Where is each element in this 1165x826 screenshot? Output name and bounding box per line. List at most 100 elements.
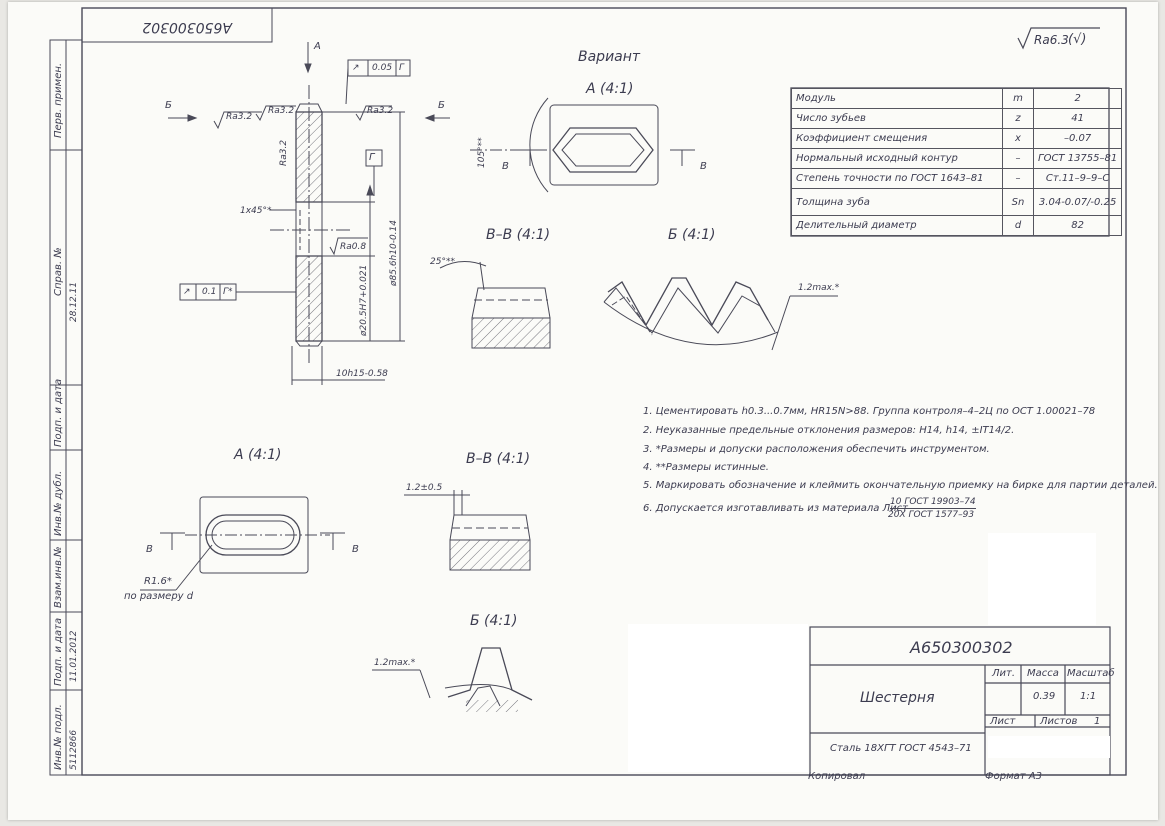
view-a-bottom-mark-right: В [352, 544, 359, 555]
dim-outer-diameter: ø85.6h10-0.14 [389, 220, 399, 286]
title-material: Сталь 18ХГТ ГОСТ 4543–71 [830, 743, 972, 754]
corner-number-box [81, 7, 273, 43]
strip-date-value: 11.01.2012 [69, 630, 79, 682]
strip-inv-dubl: Инв.№ дубл. [53, 470, 64, 536]
note-1: 1. Цементировать h0.3...0.7мм, HR15N>88.… [643, 406, 1096, 417]
strip-vzam-inv: Взам.инв.№ [53, 546, 64, 608]
view-b-bottom-dim: 1.2max.* [374, 658, 416, 668]
roughness-bore: Ra0.8 [340, 242, 367, 252]
blank-area-stamp [988, 736, 1110, 758]
view-a-top-angle: 105°** [477, 137, 487, 168]
general-roughness-label: Ra6.3 [1034, 33, 1069, 47]
view-vv-bottom-dim: 1.2±0.5 [406, 483, 443, 493]
datum-label: Г [369, 152, 375, 163]
strip-perv-primen: Перв. примен. [53, 62, 64, 138]
view-b-bottom-drawing [372, 647, 533, 712]
param-value: 2 [1032, 88, 1123, 109]
param-name: Коэффициент смещения [791, 128, 1003, 149]
param-row: Нормальный исходный контур–ГОСТ 13755–81 [791, 148, 1123, 169]
view-a-top-label: А (4:1) [586, 81, 634, 97]
general-roughness-symbol [1017, 27, 1100, 50]
param-value: Ст.11–9–9–С [1032, 168, 1123, 189]
param-value: ГОСТ 13755–81 [1032, 148, 1123, 169]
roughness-right: Ra3.2 [367, 106, 394, 116]
title-sheets-label: Листов [1040, 716, 1078, 727]
strip-sign-value: 28.12.11 [69, 281, 79, 322]
blank-area-right [988, 533, 1096, 625]
param-symbol: x [1002, 128, 1034, 149]
view-a-top-drawing [470, 97, 695, 193]
param-name: Модуль [791, 88, 1003, 109]
param-value: 3.04-0.07/-0.25 [1032, 188, 1123, 216]
view-a-bottom-label: А (4:1) [234, 447, 282, 463]
title-format-label: Формат А3 [985, 771, 1042, 782]
note-3: 3. *Размеры и допуски расположения обесп… [643, 444, 990, 455]
param-name: Степень точности по ГОСТ 1643–81 [791, 168, 1003, 189]
param-row: Степень точности по ГОСТ 1643–81–Ст.11–9… [791, 168, 1123, 189]
strip-inv-podl-value: 5112866 [69, 729, 79, 770]
note-2: 2. Неуказанные предельные отклонения раз… [643, 425, 1015, 436]
param-value: 41 [1032, 108, 1123, 129]
general-roughness-suffix: (√) [1068, 32, 1087, 47]
view-a-bottom-drawing [140, 496, 345, 591]
tol-side-datum: Г* [223, 287, 233, 297]
strip-sprav: Справ. № [53, 247, 64, 296]
tol-side-value: 0.1 [202, 287, 217, 297]
view-b-bottom-label: Б (4:1) [470, 613, 518, 629]
note-4: 4. **Размеры истинные. [643, 462, 769, 473]
view-a-bottom-mark-left: В [146, 544, 153, 555]
param-symbol: m [1002, 88, 1034, 109]
title-sheets-value: 1 [1094, 716, 1101, 727]
view-a-bottom-radius-note: по размеру d [124, 591, 194, 602]
param-symbol: – [1002, 148, 1034, 169]
dim-width: 10h15-0.58 [336, 369, 388, 379]
view-vv-bottom-label: В–В (4:1) [466, 451, 531, 467]
param-name: Делительный диаметр [791, 215, 1003, 236]
corner-drawing-number: А650300302 [142, 19, 232, 35]
tol-top-symbol-icon: ↗ [352, 63, 360, 73]
note-5: 5. Маркировать обозначение и клеймить ок… [643, 480, 1158, 491]
view-vv-top-angle: 25°** [430, 257, 455, 267]
variant-label: Вариант [578, 49, 641, 65]
view-a-bottom-radius: R1.6* [144, 576, 172, 587]
roughness-side: Ra3.2 [279, 139, 289, 166]
view-b-top-dim: 1.2max.* [798, 283, 840, 293]
param-value: 82 [1032, 215, 1123, 236]
title-part-name: Шестерня [860, 690, 935, 706]
title-mass-label: Масса [1027, 668, 1059, 679]
strip-inv-podl: Инв.№ подл. [53, 704, 64, 770]
arrow-a-label: А [314, 41, 321, 52]
title-block-lines [809, 626, 1111, 776]
param-name: Толщина зуба [791, 188, 1003, 216]
title-scale-label: Масштаб [1067, 668, 1115, 679]
roughness-left-1: Ra3.2 [226, 112, 253, 122]
view-b-top-label: Б (4:1) [668, 227, 716, 243]
param-name: Число зубьев [791, 108, 1003, 129]
view-a-top-mark-right: В [700, 161, 707, 172]
arrow-b-right-label: Б [438, 100, 445, 111]
title-drawing-number: А650300302 [910, 638, 1013, 657]
param-value: –0.07 [1032, 128, 1123, 149]
view-vv-top-drawing [439, 261, 551, 349]
note-6-denominator: 20Х ГОСТ 1577–93 [888, 510, 975, 520]
tol-top-datum: Г [399, 63, 405, 73]
title-sheet-label: Лист [990, 716, 1016, 727]
view-a-top-mark-left: В [502, 161, 509, 172]
param-symbol: – [1002, 168, 1034, 189]
chamfer-label: 1x45°* [240, 206, 272, 216]
roughness-left-2: Ra3.2 [268, 106, 295, 116]
blank-area-bottom [628, 624, 808, 772]
param-symbol: d [1002, 215, 1034, 236]
arrow-b-left-label: Б [165, 100, 172, 111]
title-mass-value: 0.39 [1033, 691, 1056, 702]
view-vv-bottom-drawing [404, 490, 531, 571]
title-copied-label: Копировал [808, 771, 866, 782]
tol-side-symbol-icon: ↗ [183, 287, 191, 297]
